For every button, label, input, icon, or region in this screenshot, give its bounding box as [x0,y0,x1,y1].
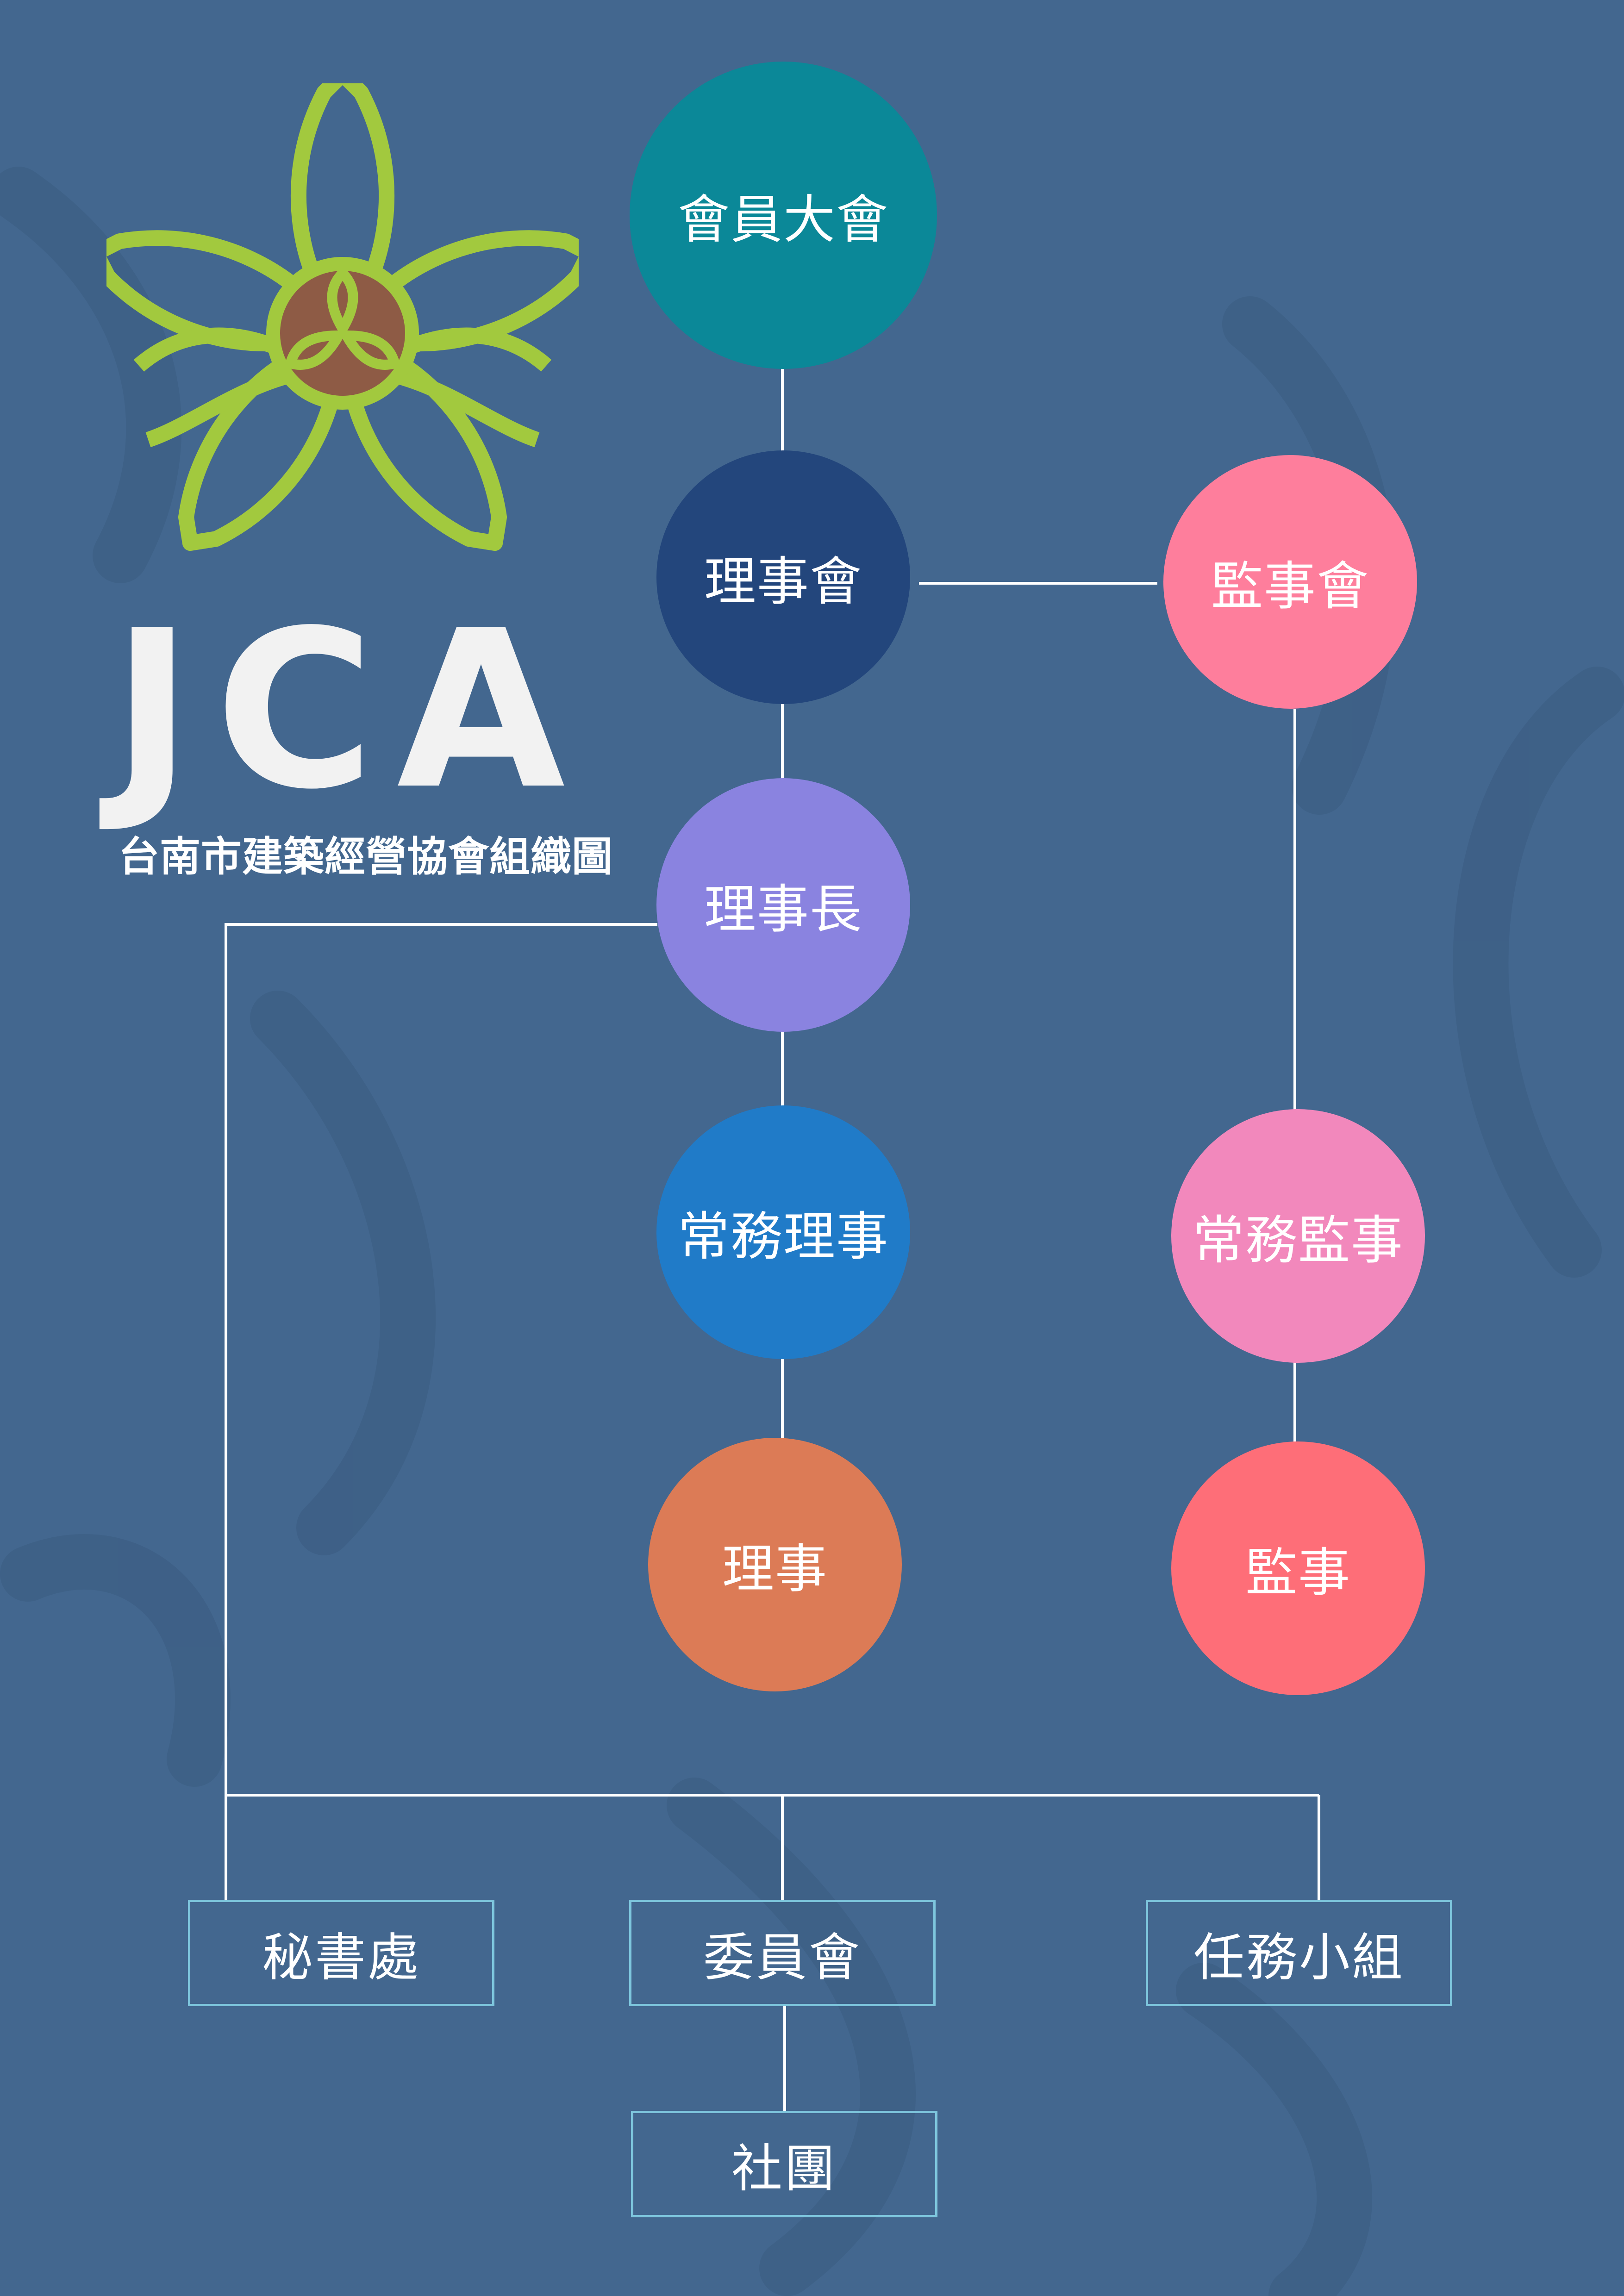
unit-club-label: 社團 [731,2139,837,2198]
node-executive-directors-label: 常務理事 [678,1207,889,1267]
node-chairman-label: 理事長 [704,880,862,940]
node-board-of-supervisors: 監事會 [1163,455,1417,709]
node-general-assembly-label: 會員大會 [678,190,889,250]
unit-secretariat: 秘書處 [188,1900,494,2006]
unit-task-force: 任務小組 [1146,1900,1452,2006]
node-general-assembly: 會員大會 [630,62,937,369]
node-executive-supervisors: 常務監事 [1171,1109,1425,1363]
node-board-of-supervisors-label: 監事會 [1211,556,1369,617]
node-supervisors-label: 監事 [1245,1543,1351,1603]
unit-committee-label: 委員會 [703,1928,862,1987]
node-directors: 理事 [648,1438,902,1691]
node-supervisors: 監事 [1171,1441,1425,1695]
unit-committee: 委員會 [629,1900,936,2006]
link-chairman-units [225,923,657,1900]
unit-task-force-label: 任務小組 [1193,1928,1405,1987]
unit-secretariat-label: 秘書處 [262,1928,420,1987]
node-board-of-directors: 理事會 [656,450,910,704]
node-directors-label: 理事 [722,1539,828,1599]
node-board-of-directors-label: 理事會 [704,552,862,612]
node-executive-directors: 常務理事 [656,1105,910,1359]
node-chairman: 理事長 [656,778,910,1032]
logo-jca-text: JCA [112,584,587,837]
unit-club: 社團 [631,2111,937,2217]
jca-flower-logo-icon [106,83,579,551]
page-title: 台南市建築經營協會組織圖 [118,833,613,880]
node-executive-supervisors-label: 常務監事 [1193,1210,1404,1271]
